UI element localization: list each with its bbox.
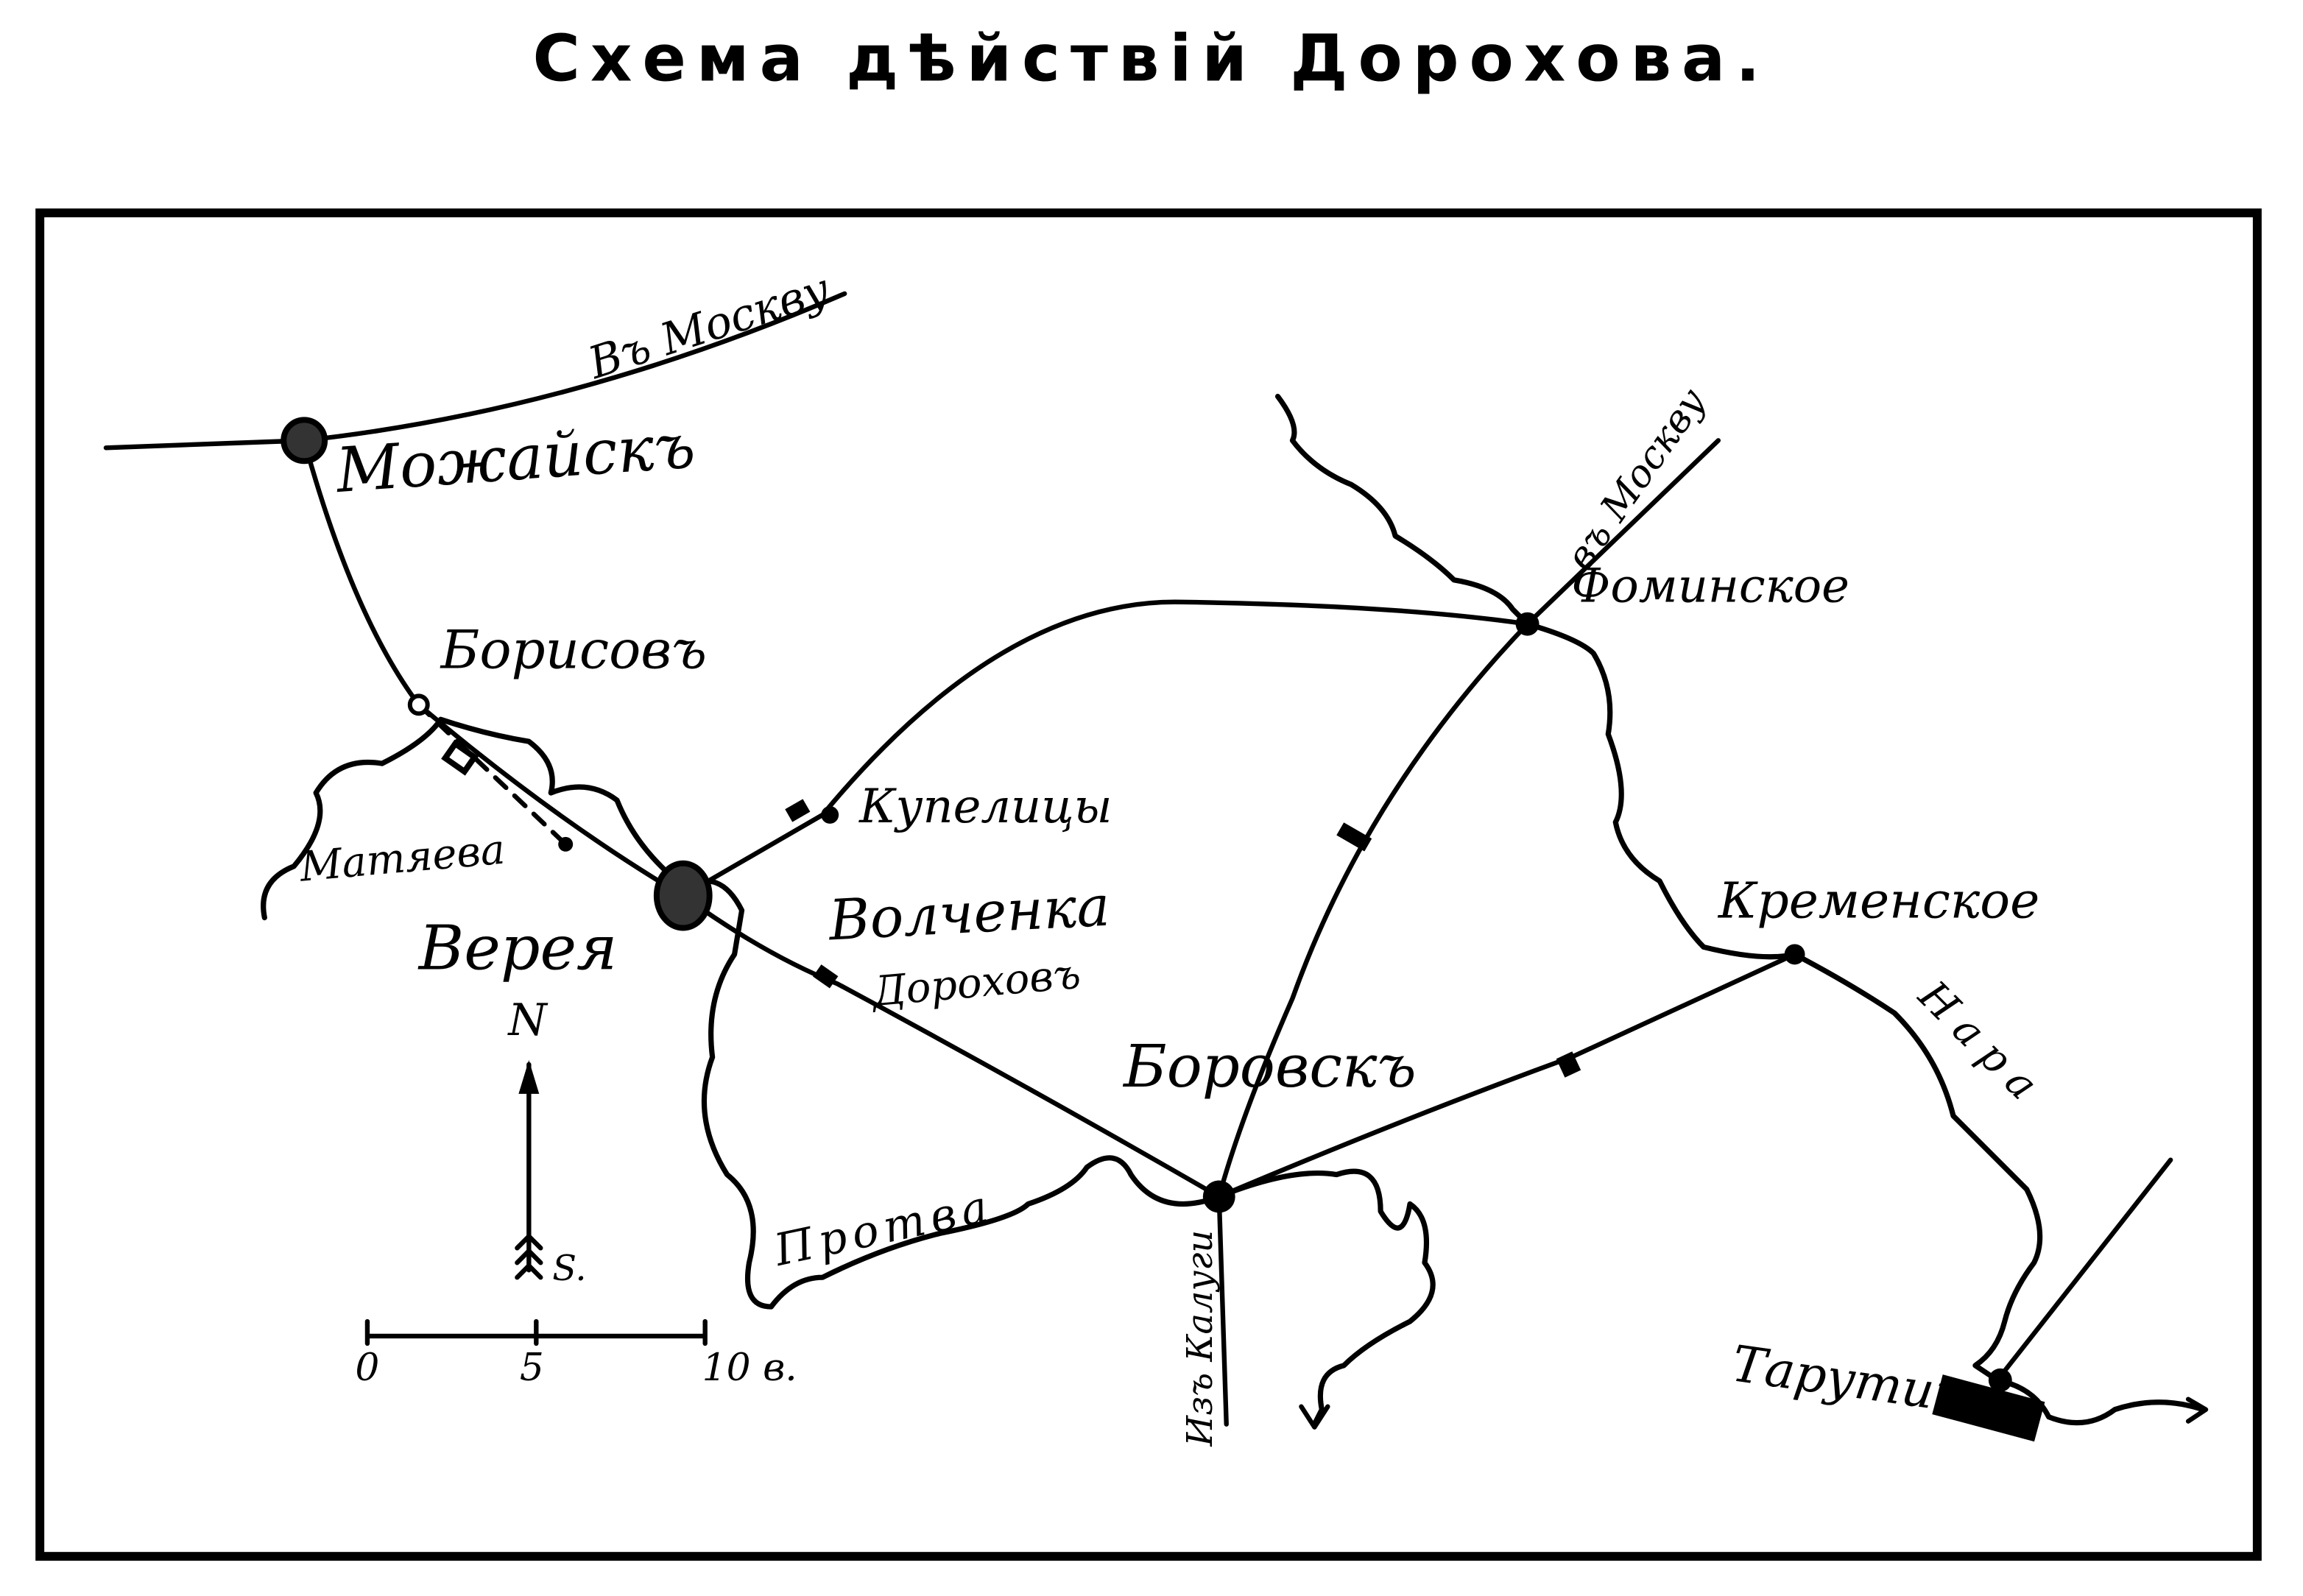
place-label-kupelitsy: Купелицы xyxy=(858,780,1112,834)
place-label-tarutino: Тарутино xyxy=(1729,1334,2000,1429)
road-tarutino xyxy=(1995,1157,2173,1383)
scale-bar-line xyxy=(364,1318,708,1346)
place-label-volchenka: Волченка xyxy=(826,874,1112,953)
tarutino-village-icon xyxy=(1988,1368,2012,1392)
place-label-kremenskoe: Кременское xyxy=(1717,872,2039,930)
river-nara xyxy=(1274,393,2206,1426)
kupelitsy-village-icon xyxy=(821,805,839,824)
road-label-from-kaluga: Изъ Калуги xyxy=(1180,1230,1221,1447)
borovsk-town-icon xyxy=(1202,1180,1235,1213)
map-frame xyxy=(35,208,2262,1561)
troop-marker-icon xyxy=(785,799,811,822)
scale-bar: 0 5 10 в. xyxy=(355,1318,797,1390)
road-vereya-fominskoe xyxy=(680,599,1530,898)
place-label-vereya: Верея xyxy=(417,911,618,984)
road-label-to-moscow: Въ Москву xyxy=(582,263,836,389)
road-fominskoe-moscow xyxy=(1525,438,1721,626)
troop-marker-icon xyxy=(1336,822,1372,852)
map-title: Схема дѣйствій Дорохова. xyxy=(532,21,1770,96)
compass: N S. xyxy=(507,995,586,1289)
road-mozhaysk-moscow xyxy=(103,291,847,451)
compass-north-label: N xyxy=(507,995,549,1046)
road-borovsk-kremenskoe xyxy=(1216,952,1797,1199)
road-vereya-borovsk xyxy=(680,893,1221,1199)
compass-arrow-icon xyxy=(518,1060,540,1094)
river-nara-arrow-icon xyxy=(2185,1396,2209,1424)
matyaeva-village-icon xyxy=(558,836,574,852)
vereya-town-icon xyxy=(653,860,713,931)
place-label-borisov: Борисовъ xyxy=(440,618,707,680)
mozhaysk-town-icon xyxy=(281,417,328,465)
scale-tick-0: 0 xyxy=(355,1346,379,1390)
place-label-dorokhov: Дороховъ xyxy=(869,950,1083,1017)
river-protva xyxy=(261,716,1436,1427)
compass-south-label: S. xyxy=(552,1249,586,1289)
compass-feather-icon xyxy=(515,1234,543,1280)
river-label-nara: Нара xyxy=(1909,971,2056,1117)
place-label-fominskoe: Фоминское xyxy=(1571,559,1849,614)
place-label-matyaeva: Матяева xyxy=(297,826,507,891)
road-borovsk-kaluga xyxy=(1216,1194,1229,1427)
tarutino-camp-icon xyxy=(1932,1374,2045,1442)
scale-tick-5: 5 xyxy=(520,1346,544,1390)
troop-marker-icon xyxy=(813,964,839,989)
road-label-to-moscow-2: въ Москву xyxy=(1558,381,1715,578)
river-protva-arrow-icon xyxy=(1299,1404,1330,1430)
troop-marker-icon xyxy=(1556,1051,1581,1078)
scale-tick-10: 10 в. xyxy=(702,1346,797,1390)
troop-marker-icon xyxy=(441,739,479,776)
fominskoe-village-icon xyxy=(1515,612,1540,636)
river-label-protva: Протва xyxy=(769,1180,998,1277)
place-label-mozhaysk: Можайскъ xyxy=(333,409,698,506)
route-borisov-matyaeva xyxy=(416,702,568,847)
borisov-village-icon xyxy=(407,693,430,716)
road-fominskoe-borovsk xyxy=(1216,621,1530,1199)
kremenskoe-village-icon xyxy=(1784,944,1805,965)
place-label-borovsk: Боровскъ xyxy=(1122,1032,1417,1101)
